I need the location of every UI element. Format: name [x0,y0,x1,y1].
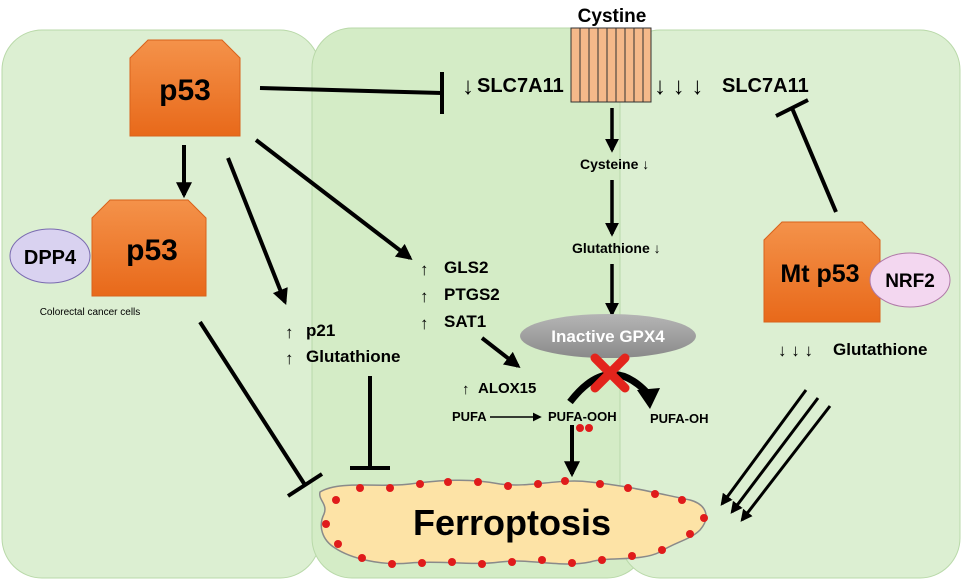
ferroptosis-dots [322,477,708,568]
p21-arrow: ↑ [285,323,294,342]
slc7a11-left-label: SLC7A11 [477,75,564,97]
p21-label: p21 [306,321,335,340]
ptgs2-arrow: ↑ [420,287,429,306]
gpx4-curved-arrowhead [637,388,660,409]
triple-arrow-1 [720,389,808,506]
colorectal-label: Colorectal cancer cells [40,307,141,318]
p53dpp4-inhibit-bar [286,472,324,498]
p53-top-label: p53 [159,74,211,107]
cysteine-label: Cysteine ↓ [580,156,649,172]
dpp4-oval [9,228,91,284]
triple-arrow-3 [740,405,832,522]
alox15-label: ALOX15 [478,380,536,397]
ferroptosis-label: Ferroptosis [413,502,611,543]
alox15-arrow: ↑ [462,381,470,398]
nrf2-oval [869,252,951,308]
cystine-label: Cystine [578,6,647,27]
glutathione-left-arrow: ↑ [285,349,294,368]
gpx4-label: Inactive GPX4 [551,327,665,346]
inhibition-cross-icon [590,353,630,393]
pufa-label: PUFA [452,409,487,424]
p53-inhibit-slc7a11 [259,86,443,95]
mtp53-inhibit-bar [775,98,809,118]
glutathione-right-arrows: ↓ ↓ ↓ [778,341,813,360]
glutathione-left-label: Glutathione [306,347,400,366]
slc7a11-transporter [570,27,652,103]
pufa-oh-label: PUFA-OH [650,411,709,426]
glutathione-right-label: Glutathione [833,340,927,359]
sat1-label: SAT1 [444,312,486,331]
gpx4-oval [520,314,696,358]
nrf2-label: NRF2 [885,271,935,292]
ptgs2-label: PTGS2 [444,285,500,304]
dpp4-label: DPP4 [24,247,77,269]
triple-arrow-2 [730,397,820,514]
mtp53-inhibit-slc7a11 [790,107,838,213]
p53dpp4-inhibit-ferroptosis [198,320,307,487]
sat1-arrow: ↑ [420,314,429,333]
mt-p53-box [763,221,881,323]
pufa-ooh-dot [585,424,593,432]
mt-p53-label: Mt p53 [780,260,859,288]
arrow-p53-to-gls2 [254,138,413,260]
slc7a11-right-label: SLC7A11 [722,75,809,97]
gls2-arrow: ↑ [420,260,429,279]
arrow-sat1-to-alox15 [480,336,521,368]
p53-top-box [129,39,241,137]
p53-dpp4-box [91,199,207,297]
slc7a11-left-arrow: ↓ [462,73,474,100]
pufa-ooh-dot [576,424,584,432]
glutathione-mid-label: Glutathione ↓ [572,240,661,256]
p53-dpp4-label: p53 [126,234,178,267]
gls2-label: GLS2 [444,258,488,277]
slc7a11-right-arrows: ↓ ↓ ↓ [654,73,703,100]
pufa-ooh-label: PUFA-OOH [548,409,617,424]
arrow-p53-to-p21 [226,157,288,305]
